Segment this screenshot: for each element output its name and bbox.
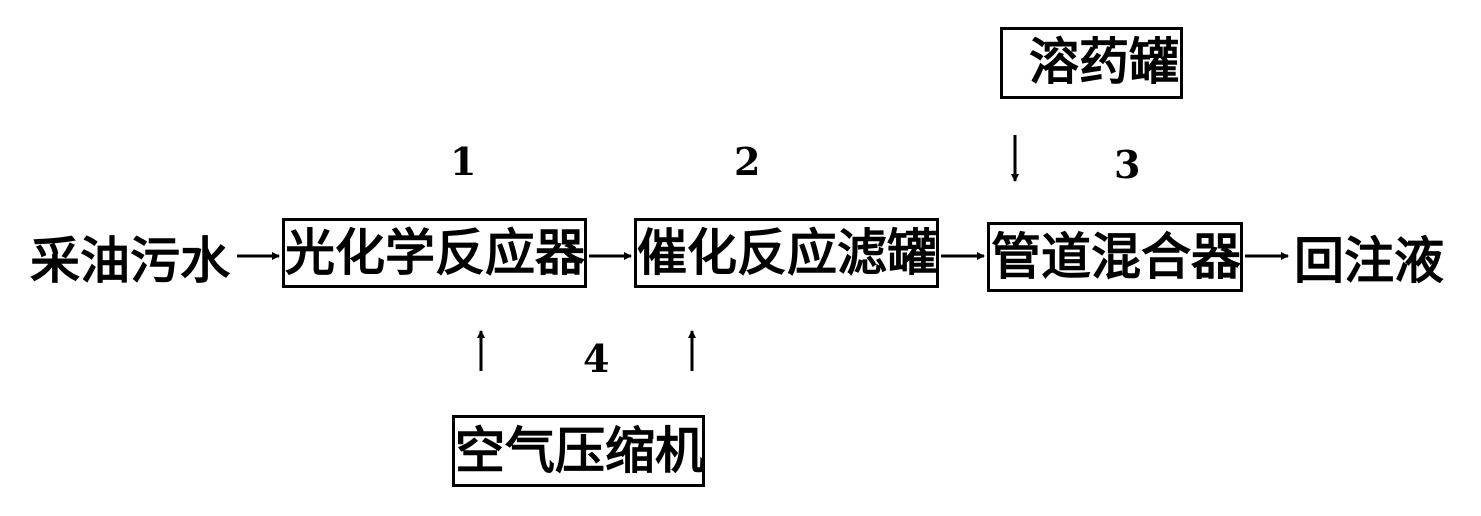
unit-number-2: 2 — [734, 139, 761, 184]
unit-number-3: 3 — [1114, 142, 1141, 187]
output-label: 回注液 — [1294, 232, 1444, 290]
photochemical-reactor-label: 光化学反应器 — [285, 224, 585, 282]
unit-number-1: 1 — [450, 139, 477, 184]
dosing-tank-box — [1000, 27, 1183, 99]
air-compressor-label: 空气压缩机 — [455, 422, 705, 480]
dosing-tank-label: 溶药罐 — [1029, 33, 1179, 91]
pipeline-mixer-label: 管道混合器 — [991, 228, 1241, 286]
unit-number-4: 4 — [583, 336, 610, 381]
input-label: 采油污水 — [30, 232, 230, 290]
catalytic-filter-tank-label: 催化反应滤罐 — [637, 224, 937, 282]
photochemical-reactor-box — [282, 218, 587, 288]
pipeline-mixer-box — [987, 222, 1243, 292]
catalytic-filter-tank-box — [634, 218, 939, 288]
air-compressor-box — [452, 415, 705, 487]
